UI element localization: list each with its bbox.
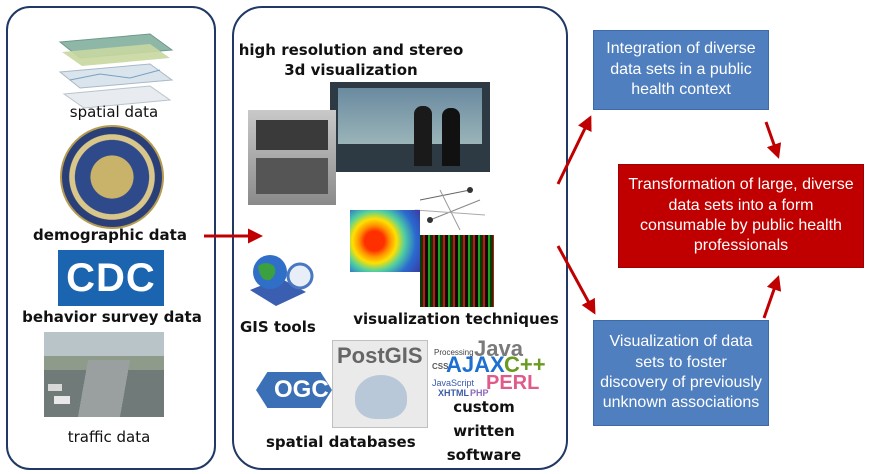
css-logo-text: CSS [432,362,449,371]
visualization-box: Visualization of data sets to foster dis… [593,320,769,426]
php-logo-text: PHP [470,388,489,398]
spatial-data-label: spatial data [69,103,159,121]
ogc-logo: OGC [256,372,332,408]
visualization-title: high resolution and stereo 3d visualizat… [236,40,466,81]
traffic-camera-photo [44,332,164,417]
cdc-logo-text: CDC [66,255,156,300]
arrow-integration-to-transformation [764,121,782,159]
custom-software-line-2: written [453,422,515,440]
postgis-logo-text: PostGIS [337,343,423,368]
transformation-box: Transformation of large, diverse data se… [618,164,864,268]
heatmap-image [420,235,494,307]
custom-software-line-3: software [446,446,522,464]
perl-logo-text: PERL [486,372,540,394]
computer-rack-photo [248,110,336,205]
behavior-survey-data-label: behavior survey data [22,308,202,326]
java-logo-text: Java [474,336,523,361]
cdc-logo: CDC [58,250,164,306]
arrow-visualization-to-transformation [762,275,782,319]
visualization-techniques-label: visualization techniques [353,310,559,328]
ogc-logo-text: OGC [274,376,329,403]
visualization-title-text: high resolution and stereo 3d visualizat… [238,41,464,80]
javascript-logo-text: JavaScript [432,378,475,388]
traffic-data-label: traffic data [67,428,151,446]
integration-box: Integration of diverse data sets in a pu… [593,30,769,110]
custom-software-line-1: custom [453,398,515,416]
demographic-data-label: demographic data [33,226,187,244]
gis-tools-label: GIS tools [240,318,316,336]
postgis-logo: PostGIS [332,340,428,428]
3d-surface-plot-image [350,210,420,272]
processing-logo-text: Processing [434,348,474,357]
xhtml-logo-text: XHTML [438,388,469,398]
cpp-logo-text: C++ [504,352,546,377]
ajax-logo-text: AJAX [446,352,505,377]
stereo-display-photo [330,82,490,172]
spatial-databases-label: spatial databases [266,433,416,451]
census-bureau-seal-icon [60,125,164,229]
